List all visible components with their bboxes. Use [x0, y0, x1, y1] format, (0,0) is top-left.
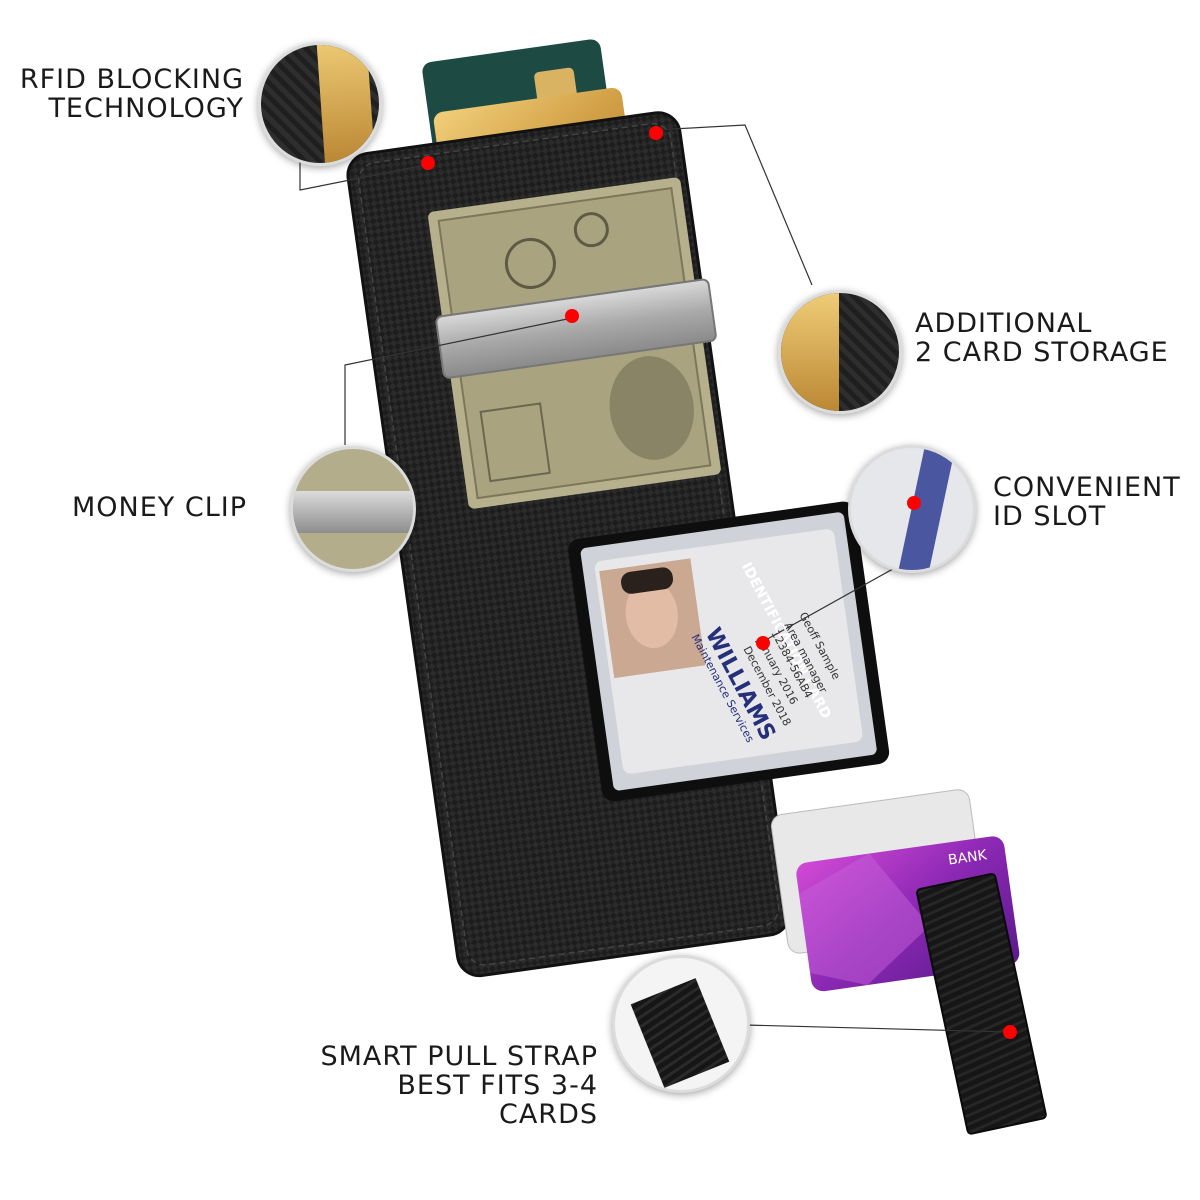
rfid-label-line-2: TECHNOLOGY	[48, 93, 244, 124]
id-slot-dot	[756, 636, 770, 650]
pull-strap-callout-image	[612, 955, 750, 1093]
money-clip-callout-bar	[293, 491, 413, 533]
rfid-callout-image	[258, 42, 382, 166]
leader-clip	[344, 317, 573, 445]
additional-label-line-2: 2 CARD STORAGE	[915, 337, 1169, 368]
additional-callout-card	[781, 293, 839, 411]
id-slot-callout-band	[895, 448, 957, 570]
rfid-label: RFID BLOCKING TECHNOLOGY	[8, 65, 244, 123]
pull-strap-label: SMART PULL STRAP BEST FITS 3-4 CARDS	[290, 1042, 598, 1129]
leader-rfid	[299, 150, 426, 191]
id-slot-callout-dot	[907, 496, 921, 510]
leader-strap	[744, 1024, 1011, 1033]
money-clip-label: MONEY CLIP	[72, 493, 247, 522]
additional-label: ADDITIONAL 2 CARD STORAGE	[915, 309, 1169, 367]
pull-strap-label-line-2: BEST FITS 3-4	[397, 1070, 598, 1101]
rfid-callout-card	[316, 45, 376, 163]
pull-strap-dot	[1003, 1025, 1017, 1039]
money-clip-label-line-1: MONEY CLIP	[72, 492, 248, 523]
pull-strap-callout-strap	[630, 978, 730, 1088]
rfid-dot	[421, 156, 435, 170]
pull-strap-label-line-3: CARDS	[498, 1099, 598, 1130]
pull-strap-label-line-1: SMART PULL STRAP	[320, 1041, 598, 1072]
additional-callout-image	[778, 290, 902, 414]
id-slot-label-line-2: ID SLOT	[993, 501, 1107, 532]
money-clip-callout-image	[290, 446, 416, 572]
leader-additional	[654, 124, 813, 286]
additional-label-line-1: ADDITIONAL	[915, 308, 1093, 339]
money-clip-dot	[565, 309, 579, 323]
id-slot-label-line-1: CONVENIENT	[993, 472, 1181, 503]
additional-dot	[649, 126, 663, 140]
id-slot-label: CONVENIENT ID SLOT	[993, 473, 1181, 531]
rfid-label-line-1: RFID BLOCKING	[19, 64, 244, 95]
